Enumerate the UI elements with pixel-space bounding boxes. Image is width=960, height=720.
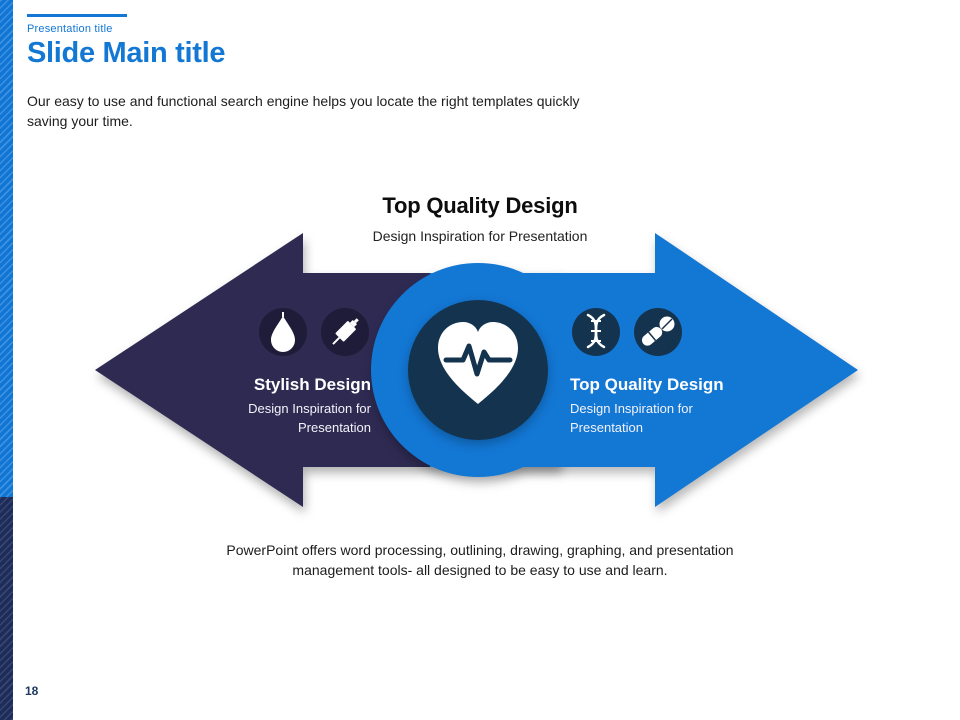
right-arrow-desc-line1: Design Inspiration for bbox=[570, 401, 694, 416]
right-arrow-icons bbox=[572, 308, 682, 356]
left-arrow-title: Stylish Design bbox=[254, 375, 371, 394]
heart-pulse-icon bbox=[438, 322, 518, 404]
side-strip-bottom bbox=[0, 497, 13, 720]
syringe-icon bbox=[321, 308, 369, 356]
intro-paragraph: Our easy to use and functional search en… bbox=[27, 93, 580, 130]
blood-drop-icon bbox=[259, 308, 307, 356]
side-strip-top bbox=[0, 0, 13, 497]
slide-main-title: Slide Main title bbox=[27, 37, 226, 69]
diagram-heading-block: Top Quality Design Design Inspiration fo… bbox=[0, 193, 960, 244]
left-arrow-desc-line1: Design Inspiration for bbox=[248, 401, 372, 416]
pills-icon bbox=[634, 308, 682, 356]
accent-rule bbox=[27, 14, 127, 17]
diagram-subheading: Design Inspiration for Presentation bbox=[372, 228, 588, 244]
right-arrow-title: Top Quality Design bbox=[570, 375, 724, 394]
page-number: 18 bbox=[25, 684, 39, 698]
left-arrow-text: Stylish Design Design Inspiration for Pr… bbox=[248, 375, 372, 435]
diagram-heading: Top Quality Design bbox=[382, 193, 578, 218]
slide-header: Presentation title Slide Main title Our … bbox=[27, 14, 647, 132]
center-circle bbox=[408, 300, 548, 440]
right-arrow-desc-line2: Presentation bbox=[570, 420, 643, 435]
left-arrow-desc-line2: Presentation bbox=[298, 420, 371, 435]
right-arrow-text: Top Quality Design Design Inspiration fo… bbox=[570, 375, 724, 435]
presentation-title-label: Presentation title bbox=[27, 23, 113, 35]
side-accent-strip bbox=[0, 0, 13, 720]
footer-paragraph: PowerPoint offers word processing, outli… bbox=[226, 542, 734, 578]
dna-icon bbox=[572, 308, 620, 356]
left-arrow-icons bbox=[259, 308, 369, 356]
